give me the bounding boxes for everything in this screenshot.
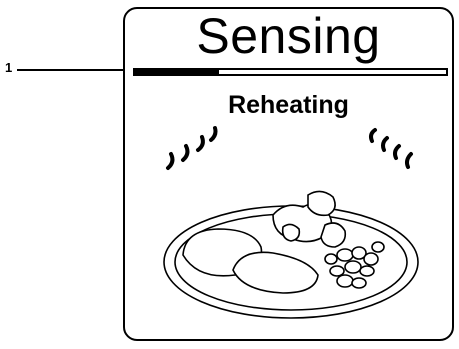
callout-line [17, 69, 129, 71]
plate-of-food-icon [123, 175, 454, 335]
display-title: Sensing [123, 8, 454, 64]
callout-number: 1 [5, 60, 12, 75]
sensing-progress-bar [133, 68, 448, 76]
sensing-progress-fill [135, 70, 219, 74]
